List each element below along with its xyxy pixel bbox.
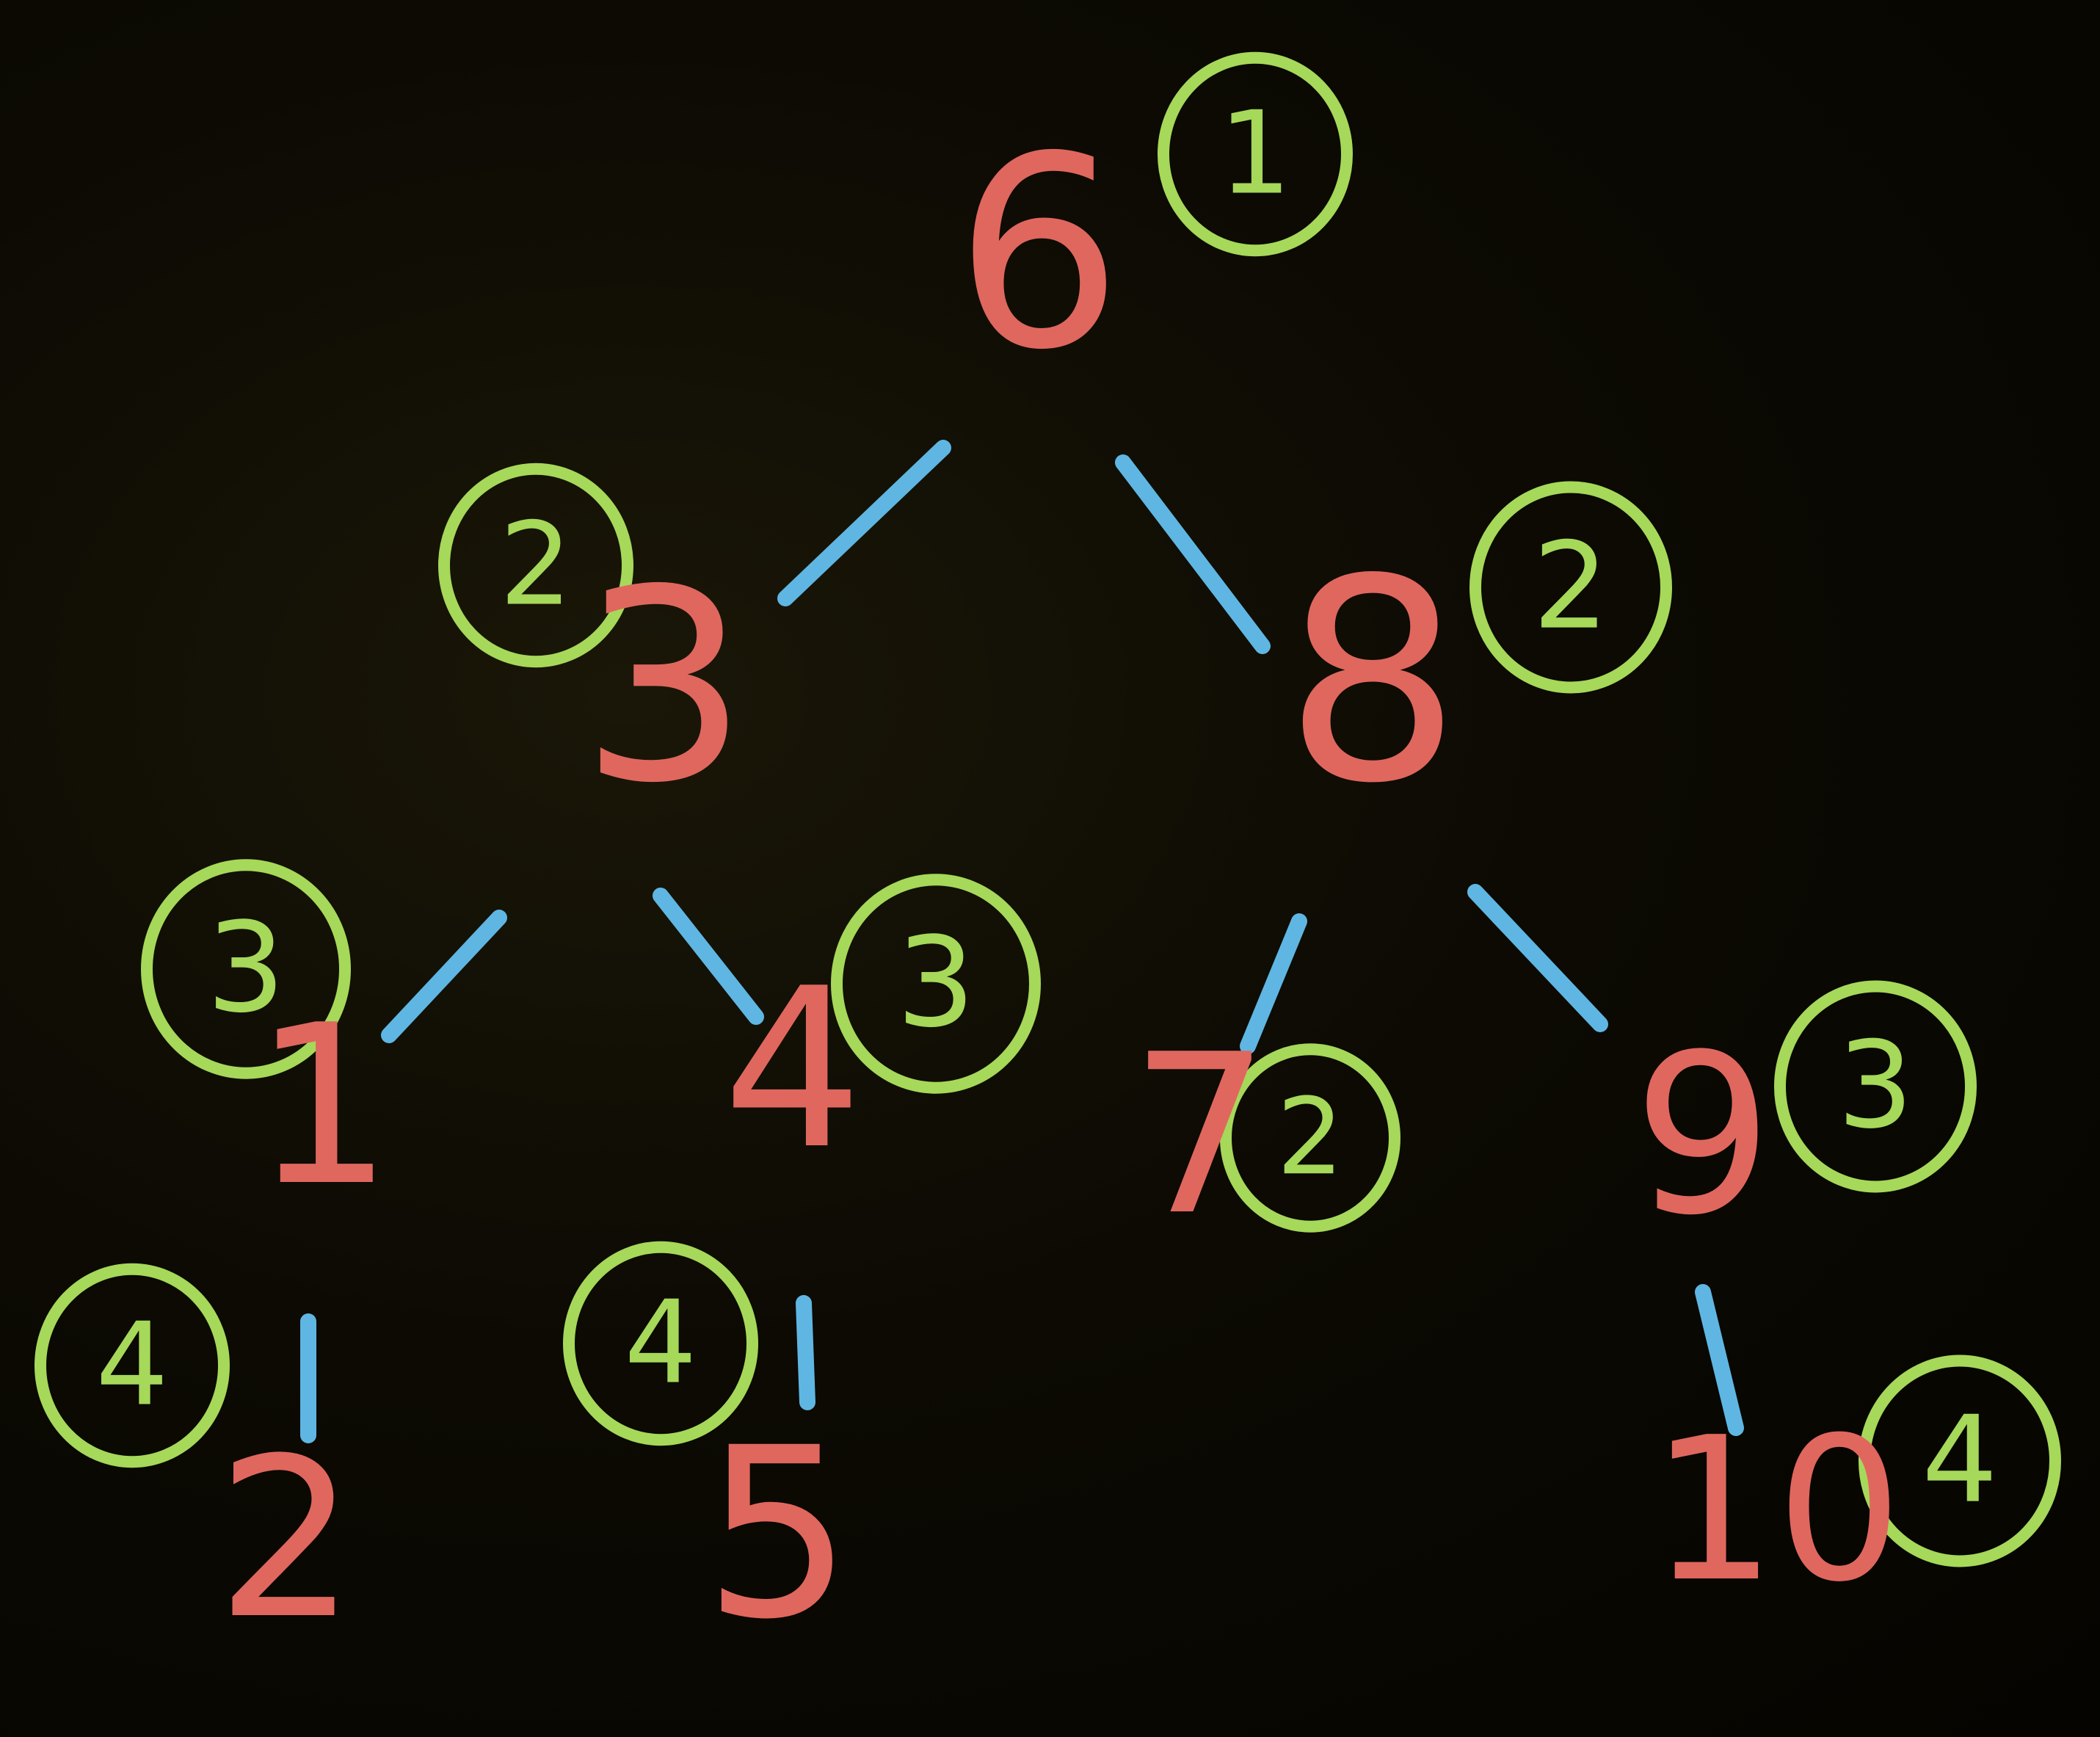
level-ring-n5	[563, 1241, 758, 1446]
level-ring-n9	[1774, 980, 1977, 1193]
level-label-n3: 2	[499, 498, 572, 631]
level-label-n5: 4	[624, 1276, 697, 1410]
edge-n6-n8	[1115, 454, 1271, 654]
edge-n9-n10	[1695, 1284, 1744, 1436]
level-ring-n7	[1220, 1043, 1400, 1233]
level-label-n6: 1	[1218, 87, 1291, 220]
level-label-n7: 2	[1276, 1075, 1344, 1198]
level-label-n8: 2	[1533, 518, 1609, 656]
node-value-n1: 1	[253, 978, 393, 1234]
edge-n6-n3	[777, 440, 951, 606]
level-label-n10: 4	[1922, 1391, 1998, 1530]
level-ring-n1	[141, 859, 351, 1079]
level-ring-n10	[1859, 1355, 2061, 1567]
level-label-n1: 3	[206, 896, 286, 1040]
node-value-n10: 10	[1650, 1394, 1903, 1625]
node-value-n8: 8	[1284, 519, 1461, 844]
edge-n4-n5	[796, 1295, 815, 1410]
edge-n3-n4	[653, 888, 764, 1025]
node-value-n4: 4	[723, 941, 863, 1197]
node-value-n3: 3	[580, 533, 748, 841]
level-ring-n3	[438, 463, 633, 668]
edge-n8-n7	[1240, 913, 1307, 1054]
level-ring-n8	[1469, 481, 1672, 694]
level-label-n9: 3	[1837, 1017, 1914, 1156]
level-label-n2: 4	[95, 1298, 168, 1432]
node-value-n5: 5	[703, 1398, 853, 1671]
level-ring-n6	[1158, 51, 1353, 257]
node-value-n7: 7	[1130, 1007, 1271, 1263]
edge-n8-n9	[1467, 884, 1608, 1032]
node-value-n9: 9	[1633, 1007, 1773, 1263]
node-value-n6: 6	[954, 100, 1122, 407]
node-value-n2: 2	[217, 1411, 357, 1667]
edge-n3-n1	[381, 910, 507, 1043]
level-ring-n2	[34, 1263, 230, 1468]
level-label-n4: 3	[896, 910, 975, 1055]
level-ring-n4	[831, 874, 1041, 1094]
